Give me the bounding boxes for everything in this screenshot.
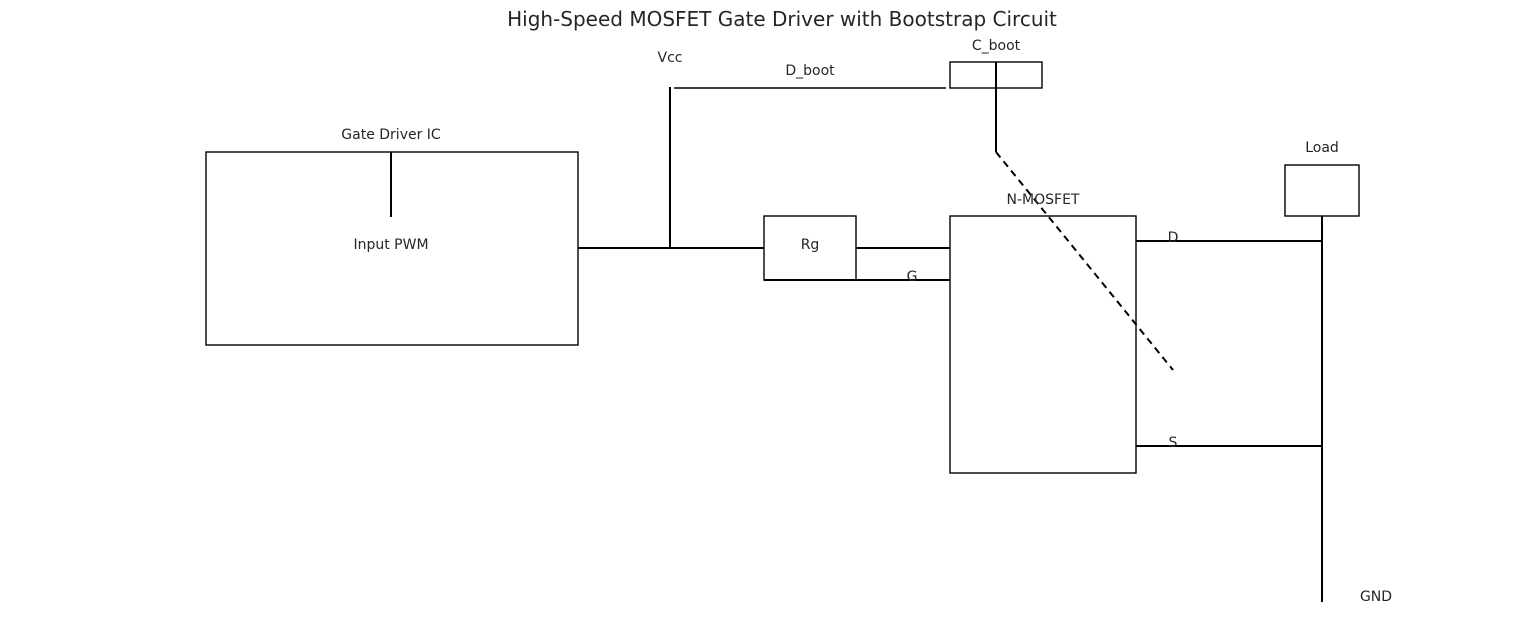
c-boot-label: C_boot: [972, 38, 1021, 54]
drain-pin-label: D: [1168, 230, 1179, 246]
mosfet-label: N-MOSFET: [1007, 192, 1080, 208]
load-label: Load: [1305, 140, 1339, 156]
input-pwm-label: Input PWM: [353, 237, 428, 253]
gate-driver-label: Gate Driver IC: [341, 127, 441, 143]
c-boot-capacitor: C_boot: [949, 38, 1043, 152]
load-box: [1284, 164, 1360, 217]
rg-resistor: Rg: [763, 215, 857, 281]
n-mosfet: N-MOSFET: [949, 192, 1137, 474]
load: Load: [1284, 140, 1360, 217]
gate-pin-label: G: [907, 269, 918, 285]
gnd-label: GND: [1360, 589, 1392, 605]
d-boot-label: D_boot: [785, 63, 835, 79]
rg-label: Rg: [801, 237, 820, 253]
source-pin-label: S: [1169, 435, 1178, 451]
bootstrap-dashed-wire: [995, 151, 1174, 371]
gate-driver-ic: Gate Driver IC Input PWM: [205, 127, 579, 346]
mosfet-box: [949, 215, 1137, 474]
vcc-label: Vcc: [658, 50, 683, 66]
diagram-title: High-Speed MOSFET Gate Driver with Boots…: [507, 7, 1057, 31]
